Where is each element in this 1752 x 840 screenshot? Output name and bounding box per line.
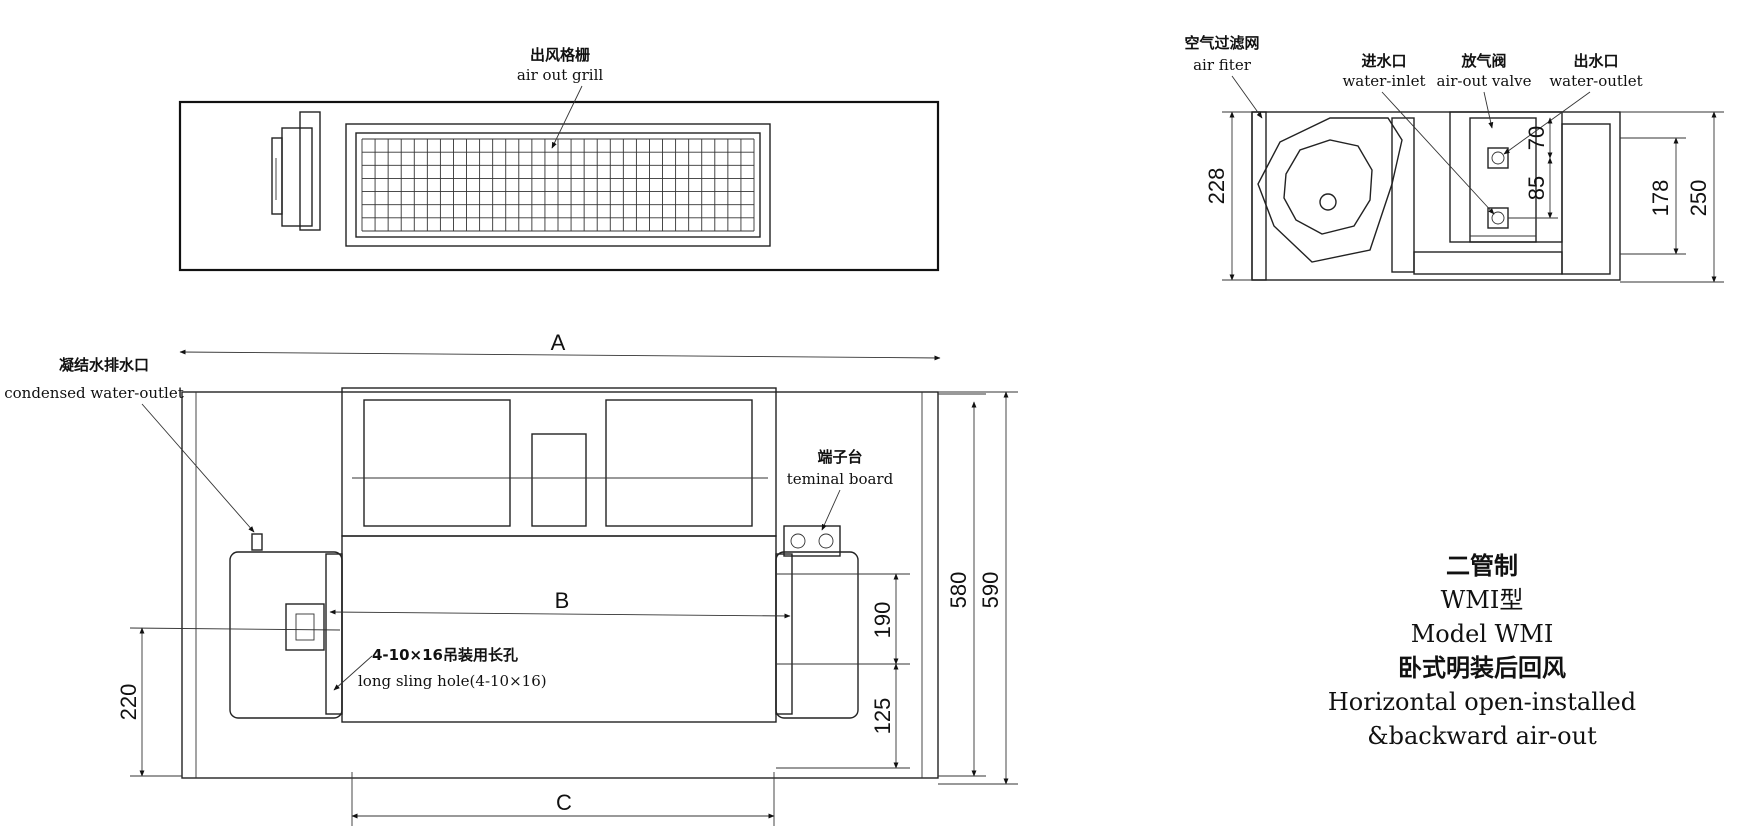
svg-text:228: 228: [1204, 168, 1229, 205]
filter-label-en: air fiter: [1193, 56, 1252, 74]
inlet-label-cn: 进水口: [1361, 52, 1406, 70]
grill-label-cn: 出风格栅: [530, 46, 590, 64]
dim-190: 190: [776, 573, 910, 665]
connection-block: [285, 603, 325, 651]
svg-text:125: 125: [870, 698, 895, 735]
svg-text:70: 70: [1524, 126, 1549, 150]
dim-228: 228: [1204, 111, 1252, 281]
grill-grid: [361, 138, 755, 232]
condensate-label-en: condensed water-outlet: [4, 384, 184, 402]
dim-B: B: [329, 588, 791, 619]
svg-text:85: 85: [1524, 176, 1549, 200]
coil-body: [341, 535, 777, 723]
desc-line-6: &backward air-out: [1367, 722, 1597, 750]
dim-590: 590: [938, 391, 1018, 785]
air-filter: [1251, 111, 1267, 281]
svg-text:250: 250: [1686, 180, 1711, 217]
condensate-label-cn: 凝结水排水口: [59, 356, 149, 374]
terminal-board: [783, 525, 841, 557]
fan-impeller: [1283, 139, 1373, 235]
top-view-housing: [178, 100, 940, 272]
desc-line-4: 卧式明装后回风: [1398, 654, 1566, 682]
outlet-label-cn: 出水口: [1573, 52, 1618, 70]
dim-220: 220: [116, 627, 341, 777]
dim-178: 178: [1620, 137, 1686, 255]
desc-line-5: Horizontal open-installed: [1328, 688, 1636, 716]
dim-85: 85: [1508, 157, 1558, 219]
svg-text:A: A: [551, 330, 566, 355]
inlet-label-en: water-inlet: [1342, 72, 1425, 90]
sling-label-en: long sling hole(4-10×16): [358, 672, 547, 690]
svg-text:178: 178: [1648, 180, 1673, 217]
outlet-label-en: water-outlet: [1549, 72, 1642, 90]
front-view-housing: [181, 391, 939, 779]
dim-250: 250: [1620, 111, 1724, 283]
desc-line-2: WMI型: [1441, 586, 1524, 614]
desc-line-3: Model WMI: [1411, 620, 1554, 648]
condensate-outlet: [251, 533, 263, 551]
dim-70: 70: [1524, 117, 1553, 159]
air-out-grill: [345, 123, 771, 247]
side-view-housing: [1251, 111, 1621, 281]
valve-label-cn: 放气阀: [1460, 52, 1506, 70]
fan-scroll: [1257, 117, 1403, 263]
svg-text:590: 590: [978, 572, 1003, 609]
front-view: 凝结水排水口 condensed water-outlet 端子台 temina…: [4, 330, 1018, 826]
svg-text:B: B: [555, 588, 570, 613]
desc-line-1: 二管制: [1446, 552, 1518, 580]
valve-label-en: air-out valve: [1436, 72, 1531, 90]
top-terminal-box: [271, 111, 321, 231]
terminal-label-en: teminal board: [787, 470, 894, 488]
svg-text:580: 580: [946, 572, 971, 609]
svg-text:C: C: [556, 790, 572, 815]
top-view: 出风格栅 air out grill: [178, 46, 940, 272]
grill-label-en: air out grill: [517, 66, 604, 84]
coil-block: [1469, 117, 1537, 243]
side-view: 空气过滤网 air fiter 进水口 water-inlet 放气阀 air-…: [1184, 34, 1724, 283]
svg-text:190: 190: [870, 602, 895, 639]
terminal-label-cn: 端子台: [817, 448, 862, 466]
sling-label-cn: 4-10×16吊装用长孔: [372, 646, 518, 664]
dim-580: 580: [938, 393, 986, 777]
dim-A: A: [179, 330, 941, 361]
filter-label-cn: 空气过滤网: [1184, 34, 1259, 52]
dim-C: C: [351, 772, 775, 826]
motor: [531, 433, 587, 527]
fan-section: [341, 387, 777, 537]
dim-125: 125: [776, 663, 910, 769]
svg-text:220: 220: [116, 684, 141, 721]
model-description: 二管制 WMI型 Model WMI 卧式明装后回风 Horizontal op…: [1328, 552, 1636, 750]
fan-hub: [1319, 193, 1337, 211]
